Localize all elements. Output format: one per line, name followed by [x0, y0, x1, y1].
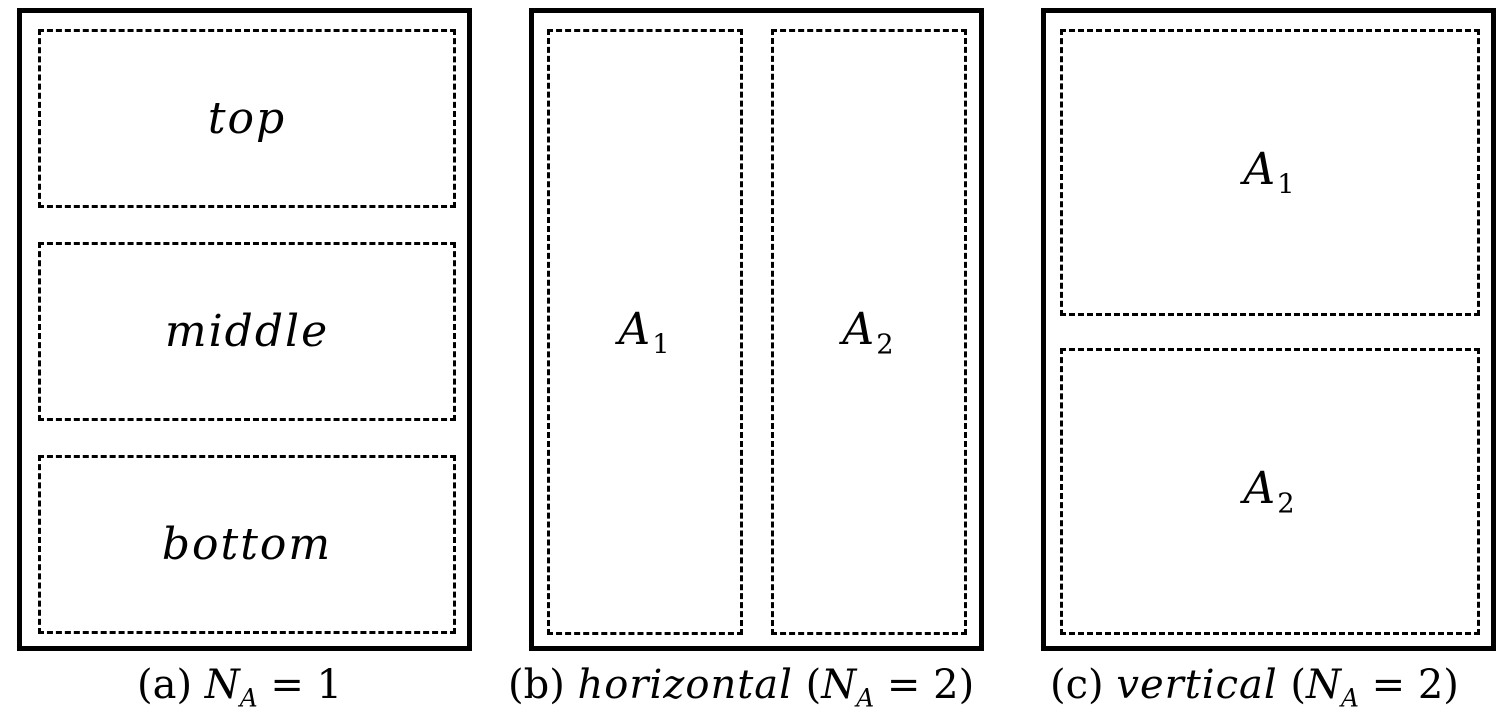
caption-b-var: N	[821, 662, 857, 708]
panel-a: top middle bottom	[17, 8, 472, 651]
caption-b-word: horizontal	[577, 662, 793, 708]
panel-b: A1 A2	[529, 8, 984, 651]
region-a2: A2	[771, 29, 967, 635]
region-middle-label: middle	[164, 306, 330, 357]
caption-c-prefix: (c)	[1050, 662, 1104, 708]
caption-a-sub: A	[239, 683, 258, 713]
caption-b: (b) horizontal (NA = 2)	[508, 662, 974, 713]
region-c-a2-sub: 2	[1277, 488, 1297, 520]
panel-c: A1 A2	[1041, 8, 1496, 651]
region-a1: A1	[547, 29, 743, 635]
region-a2-label: A2	[842, 304, 895, 361]
caption-c-var: N	[1305, 662, 1341, 708]
region-a1-label: A1	[618, 304, 671, 361]
caption-a: (a) NA = 1	[137, 662, 342, 713]
caption-b-paren: (	[792, 662, 822, 708]
caption-c-sub: A	[1340, 683, 1359, 713]
region-c-a1-sub: 1	[1277, 169, 1297, 201]
region-bottom-label: bottom	[161, 519, 333, 570]
region-a1-var: A	[618, 303, 653, 355]
region-a1-sub: 1	[652, 329, 672, 361]
caption-b-sub: A	[856, 683, 875, 713]
region-a2-bottom: A2	[1060, 348, 1480, 635]
region-middle: middle	[38, 242, 456, 421]
region-a1-top: A1	[1060, 29, 1480, 316]
region-top: top	[38, 29, 456, 208]
region-top-label: top	[207, 93, 287, 144]
caption-a-var: N	[204, 662, 240, 708]
caption-c: (c) vertical (NA = 2)	[1050, 662, 1459, 713]
region-c-a2-var: A	[1243, 463, 1278, 515]
caption-b-prefix: (b)	[508, 662, 565, 708]
region-a1-top-label: A1	[1243, 144, 1296, 201]
caption-c-word: vertical	[1116, 662, 1278, 708]
caption-c-rest: = 2)	[1358, 662, 1459, 708]
caption-a-rest: = 1	[257, 662, 343, 708]
caption-a-prefix: (a)	[137, 662, 193, 708]
region-a2-sub: 2	[876, 329, 896, 361]
caption-c-paren: (	[1277, 662, 1306, 708]
region-a2-var: A	[842, 303, 877, 355]
region-bottom: bottom	[38, 455, 456, 634]
region-a2-bottom-label: A2	[1243, 463, 1296, 520]
region-c-a1-var: A	[1243, 144, 1278, 196]
caption-b-rest: = 2)	[874, 662, 975, 708]
